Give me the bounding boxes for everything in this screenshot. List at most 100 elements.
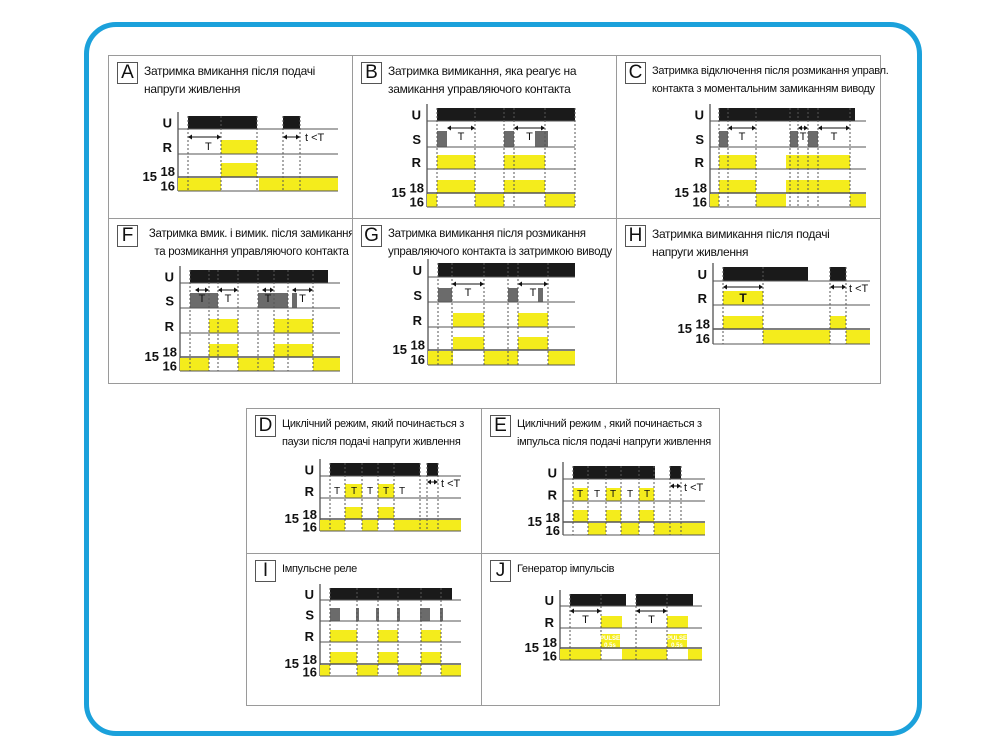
contact-15-label: 15 [145, 349, 159, 364]
interval-label: T [800, 131, 807, 143]
U-supply-segment [438, 263, 575, 277]
contact-15-label: 15 [393, 342, 407, 357]
contact-18-label: 18 [693, 181, 707, 196]
arrow-head [188, 134, 221, 140]
c16-relay-segment [357, 665, 378, 676]
c16-relay-segment [560, 649, 601, 660]
c16-relay-segment [846, 330, 870, 344]
contact-18-label: 18 [161, 164, 175, 179]
S-control-segment [376, 608, 379, 621]
row-label-U: U [305, 463, 314, 478]
panel-letter: J [490, 560, 511, 582]
c16-relay-segment [320, 520, 345, 531]
contact-16-label: 16 [303, 665, 317, 680]
c16-relay-segment [398, 665, 421, 676]
c18-relay-segment [606, 510, 621, 522]
contact-18-label: 18 [543, 635, 557, 650]
U-supply-segment [427, 463, 438, 476]
contact-18-label: 18 [163, 345, 177, 360]
interval-label: T [644, 489, 650, 500]
S-control-segment [504, 131, 514, 147]
pulse-duration-label: 0.5s [604, 643, 616, 649]
S-control-segment [538, 288, 543, 302]
interval-label: T [351, 486, 357, 497]
R-relay-segment [330, 630, 357, 642]
c18-relay-segment [378, 507, 394, 519]
U-supply-segment [188, 116, 257, 129]
c16-relay-segment [654, 523, 705, 535]
outer-frame [84, 22, 922, 736]
arrow-head [818, 125, 850, 131]
contact-15-label: 15 [143, 169, 157, 184]
panel-letter: I [255, 560, 276, 582]
S-control-segment [808, 131, 818, 147]
c16-relay-segment [622, 649, 667, 660]
interval-label: t <T [441, 478, 461, 490]
c18-relay-segment [274, 344, 313, 357]
contact-16-label: 16 [693, 195, 707, 210]
c18-relay-segment [518, 337, 548, 350]
c16-relay-segment [441, 665, 461, 676]
c18-relay-segment [330, 652, 357, 664]
contact-16-label: 16 [546, 523, 560, 538]
c16-relay-segment [850, 194, 866, 207]
interval-label: T [530, 287, 537, 299]
interval-label: T [594, 489, 600, 500]
row-label-R: R [305, 484, 315, 499]
interval-label: T [465, 287, 472, 299]
interval-label: T [610, 489, 616, 500]
R-relay-segment [378, 484, 394, 498]
R-relay-segment [378, 630, 398, 642]
c18-relay-segment [601, 634, 620, 648]
panel-letter: A [117, 62, 138, 84]
R-relay-segment [221, 140, 257, 154]
c16-relay-segment [688, 649, 702, 660]
S-control-segment [330, 608, 340, 621]
S-control-segment [508, 288, 518, 302]
panel-letter: H [625, 225, 646, 247]
R-relay-segment [573, 488, 588, 501]
panel-title: Циклічний режим, який починається з пауз… [282, 418, 464, 448]
panel-letter: B [361, 62, 382, 84]
row-label-R: R [412, 155, 422, 170]
R-relay-segment [518, 313, 548, 327]
c16-relay-segment [545, 194, 575, 207]
R-relay-segment [606, 488, 621, 501]
interval-label: T [577, 489, 583, 500]
U-supply-segment [670, 466, 681, 479]
contact-18-label: 18 [696, 317, 710, 332]
interval-label: T [648, 614, 655, 626]
c18-relay-segment [378, 652, 398, 664]
S-control-segment [719, 131, 728, 147]
interval-label: T [526, 131, 533, 143]
R-relay-segment [719, 155, 756, 169]
interval-label: t <T [684, 482, 704, 494]
c18-relay-segment [573, 510, 588, 522]
R-relay-segment [667, 616, 688, 628]
row-label-U: U [163, 116, 172, 131]
interval-label: T [199, 293, 206, 305]
contact-16-label: 16 [411, 352, 425, 367]
U-supply-segment [330, 463, 420, 476]
contact-18-label: 18 [411, 338, 425, 353]
R-relay-segment [639, 488, 654, 501]
panel-title: Циклічний режим , який починається з імп… [517, 418, 711, 448]
interval-label: T [334, 486, 340, 497]
contact-18-label: 18 [303, 507, 317, 522]
S-control-segment [440, 608, 443, 621]
c16-relay-segment [756, 194, 786, 207]
arrow-head [452, 281, 484, 287]
U-supply-segment [330, 588, 452, 600]
c18-relay-segment [437, 180, 475, 193]
row-label-S: S [412, 132, 421, 147]
c16-relay-segment [621, 523, 639, 535]
c18-relay-segment [786, 180, 850, 193]
arrow-head [670, 483, 681, 489]
panel-letter: G [361, 225, 382, 247]
contact-18-label: 18 [303, 652, 317, 667]
S-control-segment [356, 608, 359, 621]
c16-relay-segment [548, 351, 575, 365]
R-relay-segment [209, 319, 238, 333]
c16-relay-segment [428, 351, 453, 365]
